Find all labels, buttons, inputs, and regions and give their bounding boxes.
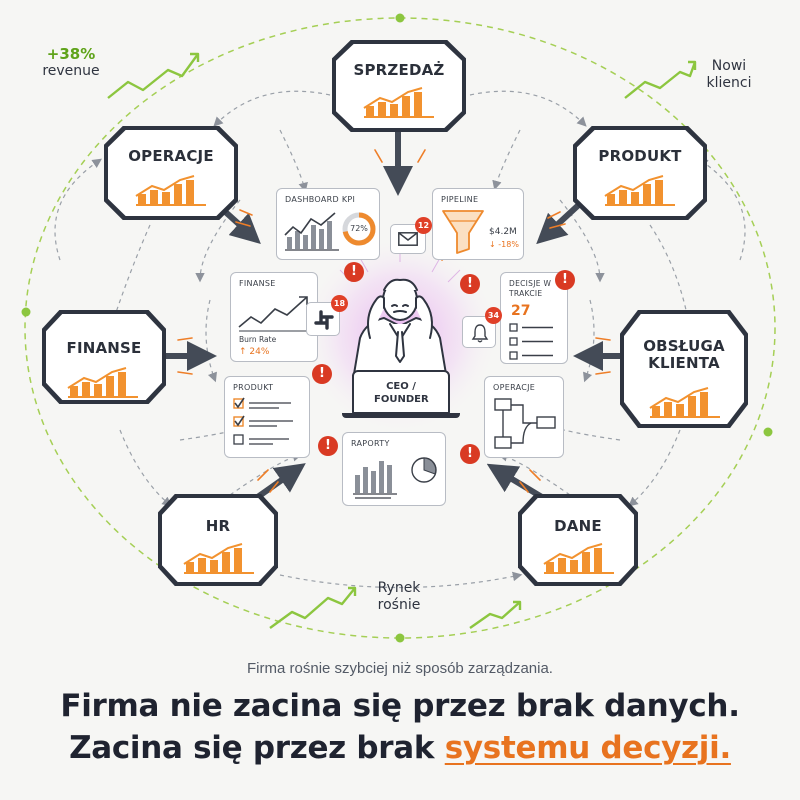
pipeline-change: ↓ -18%: [489, 240, 519, 249]
metric-value: ↑ 24%: [239, 347, 270, 357]
bar-chart-icon: [353, 461, 397, 499]
slack-icon: [314, 310, 334, 330]
bell-badge: 34: [485, 307, 502, 324]
growth-boundary-ellipse: [24, 17, 776, 639]
mail-badge: 12: [415, 217, 432, 234]
alert-icon: !: [460, 444, 480, 464]
trend-line-icon: [238, 296, 311, 332]
department-finanse: FINANSE: [42, 310, 166, 404]
card-title: RAPORTY: [351, 439, 390, 448]
subtitle: Firma rośnie szybciej niż sposób zarządz…: [247, 660, 553, 677]
card-title: DASHBOARD KPI: [285, 195, 356, 204]
market-annotation: Rynek rośnie: [377, 580, 421, 613]
growth-chart-icon: [67, 367, 138, 398]
alert-icon: !: [555, 270, 575, 290]
card-operacje: OPERACJE: [484, 376, 564, 458]
growth-chart-icon: [135, 175, 206, 206]
card-decisions: DECISJE W TRAKCIE 27: [500, 272, 568, 364]
pipeline-amount: $4.2M: [489, 227, 517, 237]
chaos-diagram: SPRZEDAŻ OPERACJE PRODUKT FINANSE: [21, 13, 776, 643]
stressed-person-icon: [353, 278, 447, 375]
decisions-count: 27: [511, 303, 531, 319]
revenue-annotation: +38% revenue: [34, 46, 108, 80]
bell-icon: [471, 324, 489, 343]
department-label: PRODUKT: [598, 147, 682, 165]
department-label: HR: [205, 517, 231, 535]
card-title: OPERACJE: [493, 383, 536, 392]
department-label: OPERACJE: [128, 147, 214, 165]
department-sprzedaz: SPRZEDAŻ: [332, 40, 466, 132]
slack-notification[interactable]: 18: [306, 295, 348, 336]
department-label: DANE: [554, 517, 602, 535]
card-title: PIPELINE: [441, 195, 479, 204]
flowchart-icon: [494, 398, 556, 449]
mail-notification[interactable]: 12: [390, 217, 432, 254]
mail-icon: [398, 232, 418, 246]
card-produkt: PRODUKT: [224, 376, 310, 458]
growth-chart-icon: [543, 543, 614, 574]
ellipse-node-top: [395, 13, 405, 23]
donut-chart-icon: [342, 212, 376, 246]
card-raporty: RAPORTY: [342, 432, 446, 506]
department-dane: DANE: [518, 494, 638, 586]
ellipse-node-bottom: [395, 633, 405, 643]
department-label: OBSŁUGA KLIENTA: [643, 337, 725, 372]
alert-icon: !: [344, 262, 364, 282]
headline-line-2: Zacina się przez brak systemu decyzji.: [0, 730, 800, 766]
ellipse-node-right: [763, 427, 773, 437]
kpi-percent: 72%: [350, 224, 368, 233]
department-label: FINANSE: [66, 339, 142, 357]
card-title: PRODUKT: [233, 383, 274, 392]
growth-chart-icon: [363, 87, 434, 118]
headline-line-2-prefix: Zacina się przez brak: [69, 730, 445, 766]
department-produkt: PRODUKT: [573, 126, 707, 220]
card-title: FINANSE: [239, 279, 276, 288]
growth-chart-icon: [183, 543, 254, 574]
card-dashboard-kpi: DASHBOARD KPI 72%: [276, 188, 380, 260]
department-label: SPRZEDAŻ: [353, 61, 445, 79]
pie-chart-icon: [411, 457, 437, 483]
line-bar-chart-icon: [284, 212, 339, 251]
alert-icon: !: [460, 274, 480, 294]
headline-line-1: Firma nie zacina się przez brak danych.: [60, 688, 740, 724]
card-finanse: FINANSE Burn Rate ↑ 24%: [230, 272, 318, 362]
laptop-base: [342, 413, 460, 418]
ceo-label: CEO / FOUNDER: [374, 381, 429, 405]
card-pipeline: PIPELINE $4.2M ↓ -18%: [432, 188, 524, 260]
alert-icon: !: [312, 364, 332, 384]
alert-icon: !: [318, 436, 338, 456]
revenue-label: revenue: [42, 63, 100, 79]
ceo-laptop: CEO / FOUNDER: [352, 370, 450, 414]
metric-label: Burn Rate: [239, 335, 277, 344]
department-operacje: OPERACJE: [104, 126, 238, 220]
growth-chart-icon: [604, 175, 675, 206]
revenue-value: +38%: [46, 45, 96, 63]
growth-chart-icon: [649, 387, 720, 418]
card-title: DECISJE W TRAKCIE: [509, 279, 552, 298]
headline-accent: systemu decyzji.: [444, 730, 732, 766]
checkbox-icon: [233, 397, 293, 445]
checklist-icon: [509, 323, 553, 360]
slack-badge: 18: [331, 295, 348, 312]
department-hr: HR: [158, 494, 278, 586]
ellipse-node-left: [21, 307, 31, 317]
funnel-icon: [442, 210, 484, 254]
department-obsluga-klienta: OBSŁUGA KLIENTA: [620, 310, 748, 428]
growth-arrows: [107, 52, 697, 629]
bell-notification[interactable]: 34: [462, 307, 502, 348]
new-clients-annotation: Nowi klienci: [706, 58, 752, 91]
